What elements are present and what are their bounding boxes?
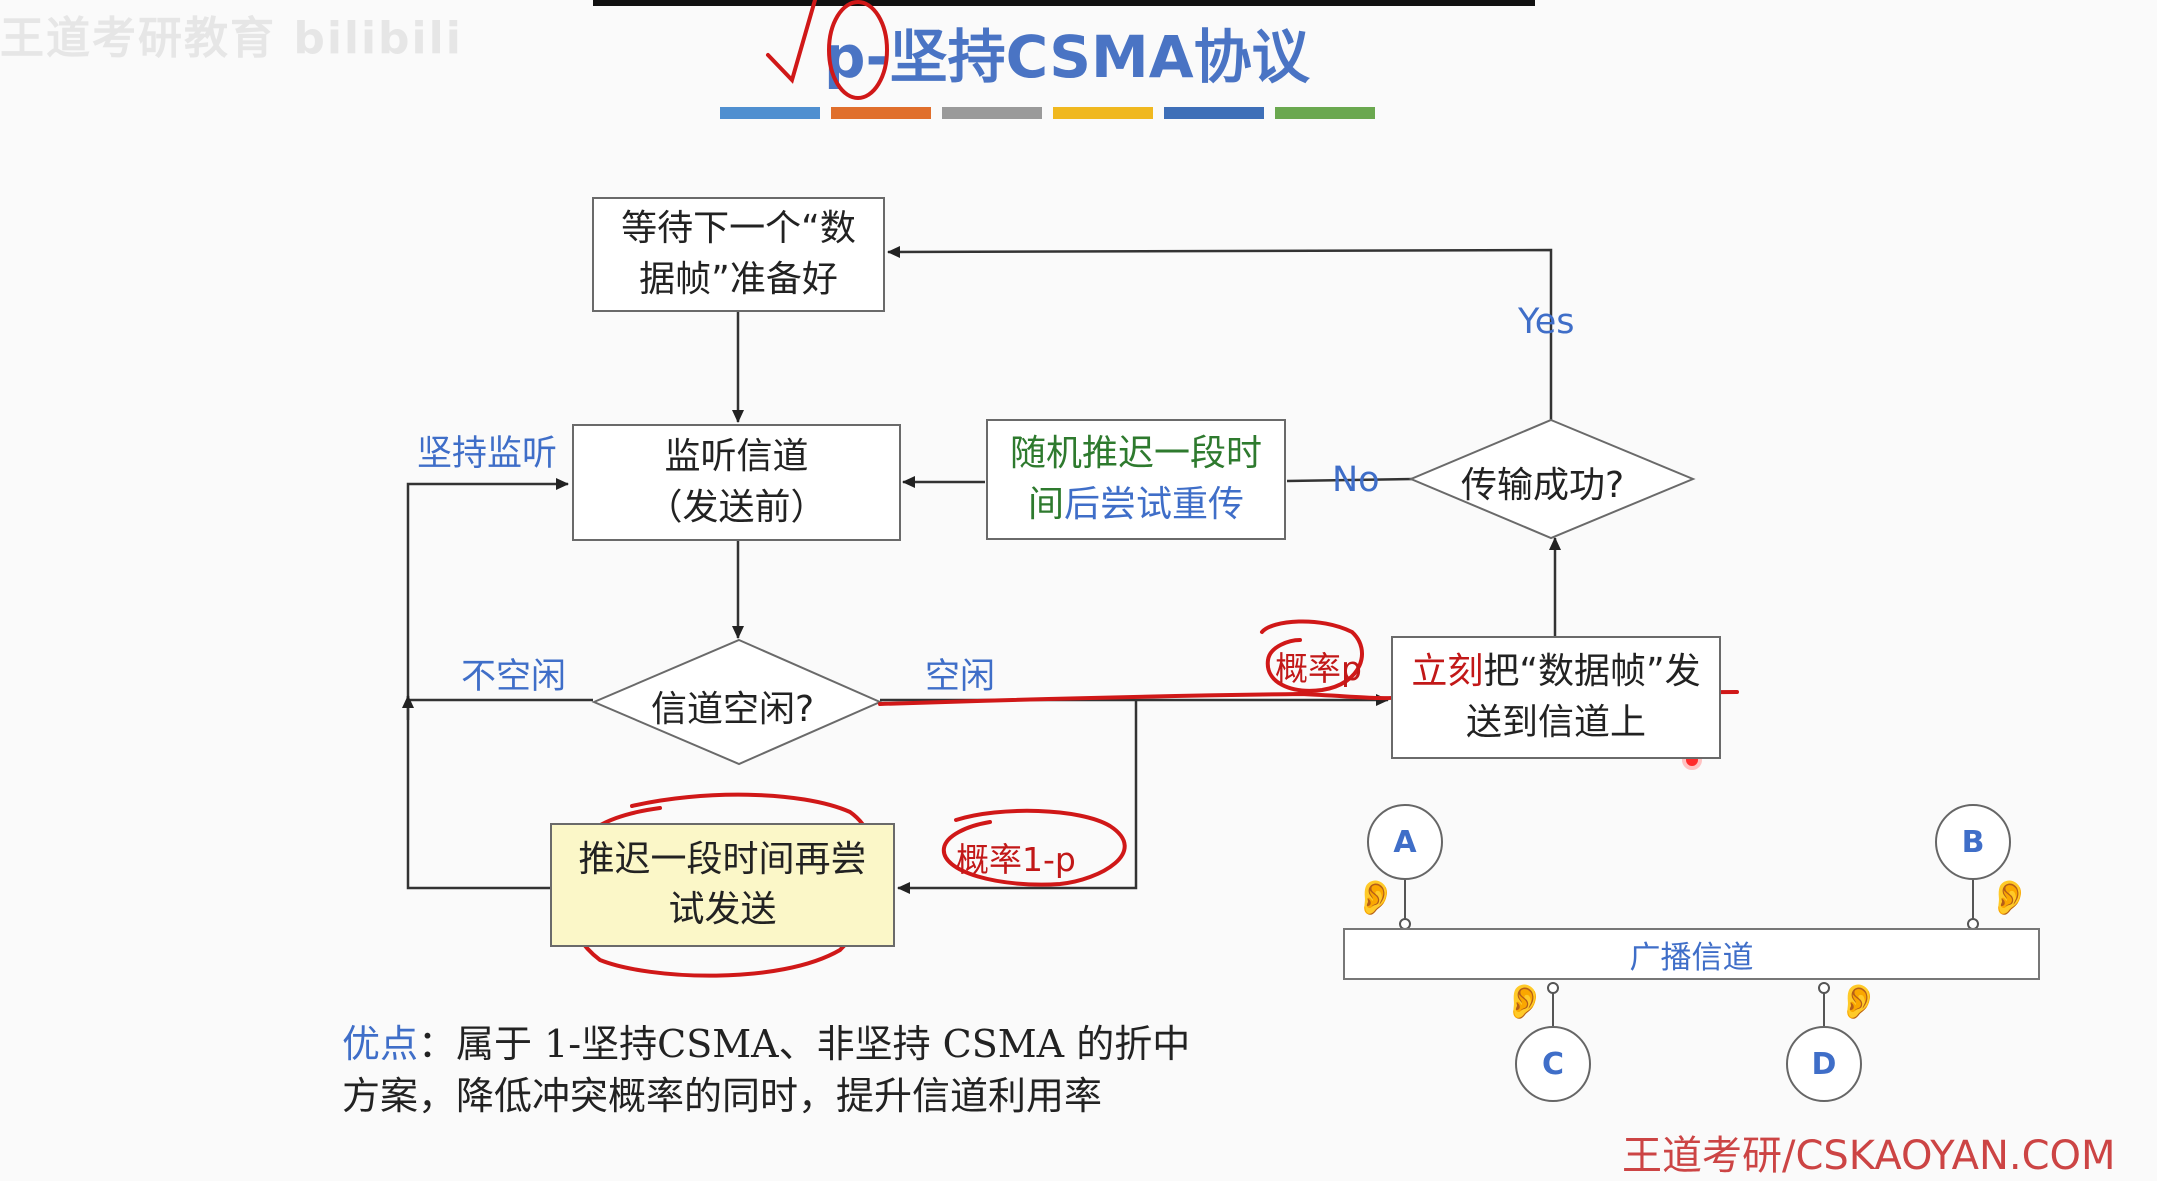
send-frame-box: 立刻把“数据帧”发 送到信道上 [1391, 636, 1721, 759]
delay-retry-box: 推迟一段时间再尝试发送 [550, 823, 895, 947]
backoff-line-1: 随机推迟一段时 [1009, 433, 1262, 475]
listen-line-1: 监听信道 [664, 436, 809, 478]
persist-listen-label: 坚持监听 [417, 434, 558, 474]
busy-label: 不空闲 [461, 657, 567, 697]
advantage-line-1: 属于 1-坚持CSMA、非坚持 CSMA 的折中 [456, 1022, 1191, 1066]
listen-line-2: （发送前） [646, 486, 827, 528]
send-immediately: 立刻 [1411, 651, 1484, 693]
ear-icon-b: 👂 [1988, 878, 2031, 918]
advantage-line-2: 方案，降低冲突概率的同时，提升信道利用率 [342, 1074, 1103, 1119]
no-label: No [1332, 460, 1380, 500]
listen-channel-box: 监听信道 （发送前） [572, 424, 901, 541]
idle-label: 空闲 [925, 657, 996, 697]
arrow-busy-loop [406, 478, 593, 702]
wait-line-2: 据帧”准备好 [639, 258, 838, 300]
advantage-text: 优点：属于 1-坚持CSMA、非坚持 CSMA 的折中 方案，降低冲突概率的同时… [342, 1018, 1190, 1123]
stripe-5 [1164, 107, 1264, 119]
delay-line-1: 推迟一段时间再尝 [578, 838, 867, 880]
backoff-line-2-green: 间 [1027, 483, 1064, 525]
success-diamond [1408, 418, 1696, 540]
send-line-1: 把“数据帧”发 [1483, 651, 1701, 693]
slide-title: p-坚持CSMA协议 [824, 23, 1310, 91]
tap-c [1547, 982, 1559, 994]
arrow-no-to-backoff [1286, 477, 1415, 483]
footer-website: 王道考研/CSKAOYAN.COM [1622, 1133, 2116, 1179]
advantage-colon: ： [418, 1022, 457, 1066]
send-line-2: 送到信道上 [1465, 701, 1646, 743]
tap-d [1818, 982, 1830, 994]
checkmark-annotation [766, 0, 817, 84]
arrow-delay-loop [406, 696, 550, 890]
ear-icon-a: 👂 [1354, 878, 1397, 918]
ear-icon-c: 👂 [1503, 982, 1546, 1022]
stripe-1 [720, 107, 820, 119]
wait-line-1: 等待下一个“数 [621, 208, 856, 250]
arrow-yes-to-wait [887, 245, 1553, 420]
top-bar [593, 0, 1535, 6]
node-c: C [1515, 1026, 1591, 1102]
ear-icon-d: 👂 [1837, 982, 1880, 1022]
node-d: D [1786, 1026, 1862, 1102]
stripe-3 [942, 107, 1042, 119]
idle-question: 信道空闲? [651, 689, 815, 730]
random-backoff-box: 随机推迟一段时 间后尝试重传 [986, 419, 1286, 540]
circle-prob-1p-annotation [941, 808, 1127, 887]
node-b: B [1935, 804, 2011, 880]
backoff-line-2-blue: 后尝试重传 [1063, 483, 1244, 525]
wait-next-frame-box: 等待下一个“数据帧”准备好 [592, 197, 885, 312]
watermark: 王道考研教育 bilibili [0, 13, 463, 64]
advantage-label: 优点 [342, 1022, 419, 1066]
yes-label: Yes [1518, 302, 1575, 342]
flowchart-connectors [402, 0, 1979, 1026]
node-a: A [1367, 804, 1443, 880]
stripe-6 [1275, 107, 1375, 119]
stripe-2 [831, 107, 931, 119]
probability-1-p-label: 概率1-p [956, 840, 1076, 879]
stripe-4 [1053, 107, 1153, 119]
circle-p-annotation [827, 0, 889, 100]
probability-p-label: 概率p [1275, 649, 1362, 688]
idle-diamond [591, 638, 883, 766]
arrow-idle-to-delay [897, 700, 1138, 894]
circle-prob-p-annotation [1260, 619, 1364, 693]
success-question: 传输成功? [1461, 465, 1625, 506]
broadcast-channel: 广播信道 [1343, 928, 2040, 980]
underline-transfer-annotation [878, 691, 1402, 706]
delay-line-2: 试发送 [668, 889, 777, 930]
